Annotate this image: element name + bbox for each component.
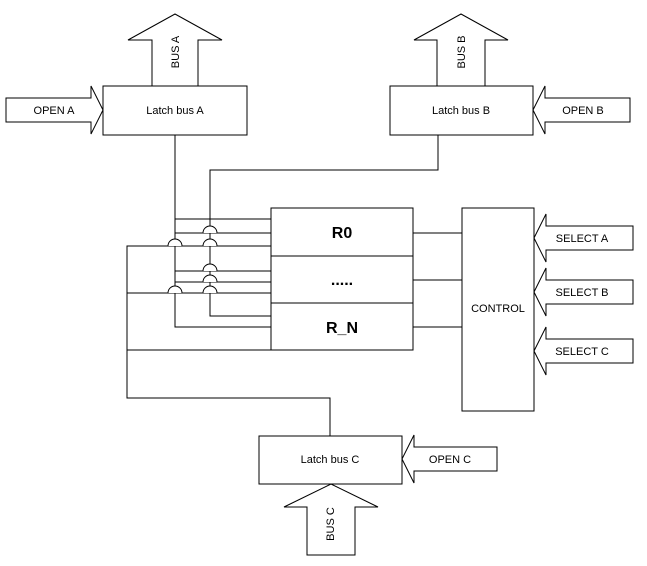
select-b-label: SELECT B xyxy=(556,287,609,299)
latch-bus-a xyxy=(102,85,248,136)
select-c-arrow xyxy=(533,326,634,376)
latch-bus-c-label: Latch bus C xyxy=(301,454,360,466)
select-a-arrow xyxy=(533,213,634,263)
register-r0 xyxy=(270,207,414,257)
open-a-label: OPEN A xyxy=(34,105,76,117)
wires xyxy=(126,135,462,436)
crossing-hump xyxy=(167,238,183,247)
register-middle xyxy=(270,255,414,304)
bus-c-label: BUS C xyxy=(325,507,337,541)
select-b-arrow xyxy=(533,267,634,317)
crossing-hump xyxy=(202,274,218,283)
latch-bus-b-group: BUS B OPEN B Latch bus B xyxy=(389,13,631,136)
register-middle-label: ..... xyxy=(331,272,353,289)
select-c-label: SELECT C xyxy=(555,346,609,358)
latch-bus-a-label: Latch bus A xyxy=(146,105,204,117)
crossing-hump xyxy=(202,225,218,234)
bus-b-arrow xyxy=(413,13,509,87)
latch-bus-c xyxy=(258,435,403,485)
bus-c-arrow xyxy=(283,483,379,556)
select-a-label: SELECT A xyxy=(556,233,609,245)
latch-bus-a-group: BUS A OPEN A Latch bus A xyxy=(5,13,248,136)
latch-bus-b xyxy=(389,85,534,136)
register-r0-label: R0 xyxy=(332,225,353,242)
open-b-label: OPEN B xyxy=(562,105,604,117)
crossing-hump xyxy=(202,238,218,247)
crossing-hump xyxy=(202,285,218,294)
open-b-arrow xyxy=(532,85,631,135)
register-file: R0 ..... R_N xyxy=(270,207,414,351)
control-label: CONTROL xyxy=(471,303,525,315)
open-c-arrow xyxy=(401,434,498,484)
wire-latch-b-to-registers xyxy=(209,135,439,317)
crossing-hump xyxy=(202,263,218,272)
bus-b-label: BUS B xyxy=(456,35,468,68)
register-rn xyxy=(270,302,414,351)
latch-bus-b-label: Latch bus B xyxy=(432,105,490,117)
register-rn-label: R_N xyxy=(326,320,358,337)
wire-latch-a-to-registers xyxy=(174,135,271,328)
open-a-arrow xyxy=(5,85,104,135)
control-group: CONTROL SELECT A SELECT B SELECT C xyxy=(461,207,634,412)
crossing-hump xyxy=(167,285,183,294)
control-box xyxy=(461,207,535,412)
open-c-label: OPEN C xyxy=(429,454,471,466)
bus-a-arrow xyxy=(127,13,223,87)
latch-bus-c-group: Latch bus C OPEN C BUS C xyxy=(258,434,498,556)
bus-a-label: BUS A xyxy=(170,35,182,68)
